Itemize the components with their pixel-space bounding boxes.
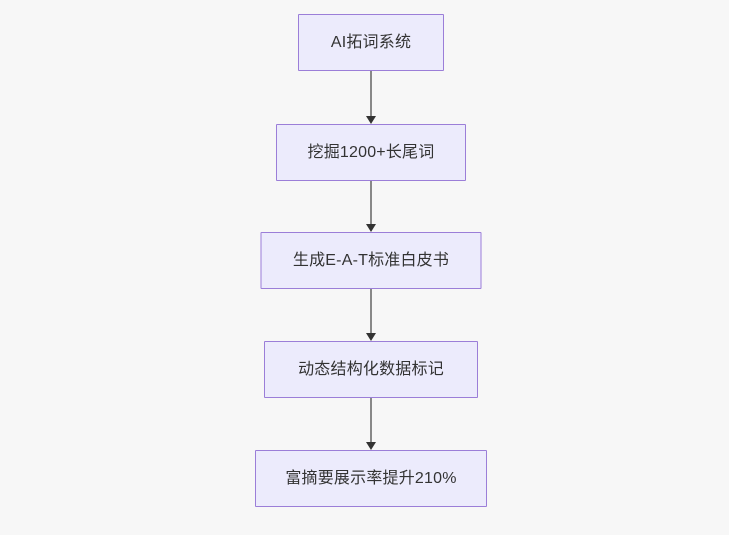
edge-line xyxy=(370,398,372,443)
flow-node-label: 动态结构化数据标记 xyxy=(298,360,444,378)
arrowhead-icon xyxy=(366,442,376,450)
flow-node-dynamic-structured-data[interactable]: 动态结构化数据标记 xyxy=(264,341,478,398)
flow-node-label: 富摘要展示率提升210% xyxy=(285,469,457,487)
edge-line xyxy=(370,289,372,334)
flow-node-label: 生成E-A-T标准白皮书 xyxy=(292,251,450,269)
edge-n4-n5 xyxy=(364,398,378,450)
arrowhead-icon xyxy=(366,116,376,124)
edge-n1-n2 xyxy=(364,71,378,124)
flow-node-mine-longtail-keywords[interactable]: 挖掘1200+长尾词 xyxy=(276,124,466,181)
flow-node-generate-eat-whitepaper[interactable]: 生成E-A-T标准白皮书 xyxy=(260,232,482,289)
edge-line xyxy=(370,181,372,225)
flow-node-ai-keyword-system[interactable]: AI拓词系统 xyxy=(298,14,444,71)
edge-line xyxy=(370,71,372,117)
flow-node-rich-snippet-uplift[interactable]: 富摘要展示率提升210% xyxy=(255,450,487,507)
flow-node-label: 挖掘1200+长尾词 xyxy=(307,143,435,161)
flow-node-label: AI拓词系统 xyxy=(330,33,412,51)
arrowhead-icon xyxy=(366,333,376,341)
edge-n2-n3 xyxy=(364,181,378,232)
arrowhead-icon xyxy=(366,224,376,232)
edge-n3-n4 xyxy=(364,289,378,341)
